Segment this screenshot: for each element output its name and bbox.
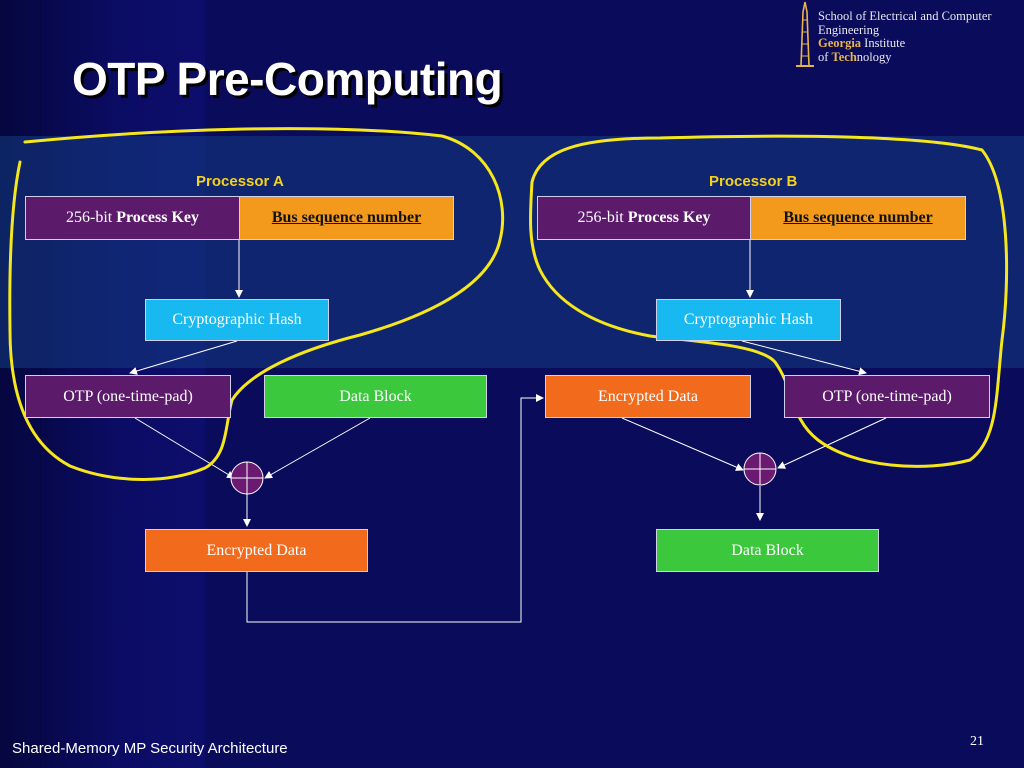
bus-sequence-a: Bus sequence number bbox=[239, 196, 454, 240]
logo-georgia: Georgia bbox=[818, 36, 862, 50]
hash-a: Cryptographic Hash bbox=[145, 299, 329, 341]
gatech-logo: School of Electrical and Computer Engine… bbox=[790, 0, 1024, 72]
data-block-b: Data Block bbox=[656, 529, 879, 572]
encrypted-data-a: Encrypted Data bbox=[145, 529, 368, 572]
otp-b: OTP (one-time-pad) bbox=[784, 375, 990, 418]
slide-title: OTP Pre-Computing bbox=[72, 53, 503, 105]
logo-text: School of Electrical and Computer Engine… bbox=[818, 9, 992, 65]
arrow-b-encrypted-to-xor bbox=[621, 417, 744, 471]
process-key-b: 256-bit Process Key bbox=[537, 196, 751, 240]
processor-b-label: Processor B bbox=[709, 173, 798, 190]
arrow-a-hash-to-otp bbox=[129, 340, 238, 375]
logo-tech: Tech bbox=[831, 49, 857, 64]
key-prefix-a: 256-bit bbox=[65, 209, 113, 226]
highlight-loop-a bbox=[8, 127, 505, 481]
logo-of: of bbox=[818, 49, 829, 64]
logo-line-engineering: Engineering bbox=[818, 22, 880, 37]
hash-b: Cryptographic Hash bbox=[656, 299, 841, 341]
logo-nology: nology bbox=[856, 49, 892, 64]
xor-b-icon bbox=[743, 452, 777, 486]
xor-a-icon bbox=[230, 461, 264, 495]
logo-institute: Institute bbox=[864, 36, 906, 50]
arrow-a-otp-to-xor bbox=[134, 417, 235, 479]
slide-footer: Shared-Memory MP Security Architecture bbox=[12, 740, 288, 757]
processor-a-label: Processor A bbox=[196, 173, 284, 190]
logo-line-tech: of Technology bbox=[818, 49, 992, 65]
page-number: 21 bbox=[970, 734, 984, 749]
logo-line-school: School of Electrical and Computer bbox=[818, 9, 992, 23]
encrypted-data-b: Encrypted Data bbox=[545, 375, 751, 418]
data-block-a: Data Block bbox=[264, 375, 487, 418]
arrow-encrypted-transfer bbox=[246, 394, 544, 623]
arrow-b-otp-to-xor bbox=[777, 417, 887, 469]
otp-a: OTP (one-time-pad) bbox=[25, 375, 231, 418]
logo-line-georgia: Georgia Institute bbox=[818, 36, 992, 51]
arrow-b-hash-to-otp bbox=[741, 340, 867, 376]
key-bold-a: Process Key bbox=[116, 209, 199, 226]
key-bold-b: Process Key bbox=[627, 209, 711, 226]
tower-icon bbox=[796, 1, 814, 67]
bus-sequence-b: Bus sequence number bbox=[750, 196, 966, 240]
arrow-a-data-to-xor bbox=[264, 417, 371, 479]
highlight-loop-b bbox=[528, 134, 1009, 468]
key-prefix-b: 256-bit bbox=[577, 209, 624, 226]
process-key-a: 256-bit Process Key bbox=[25, 196, 240, 240]
